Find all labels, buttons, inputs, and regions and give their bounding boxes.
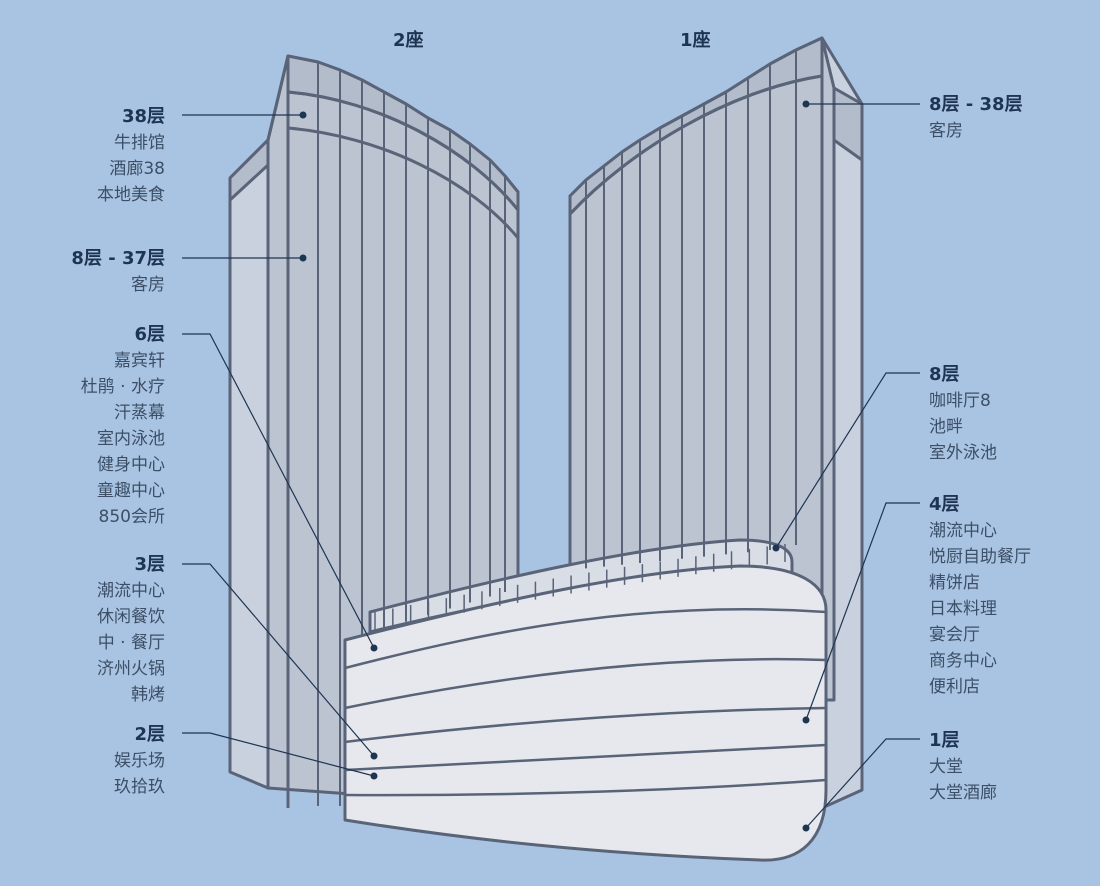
- label-floor-3: 3层 潮流中心 休闲餐饮 中 · 餐厅 济州火锅 韩烤: [97, 552, 165, 708]
- label-title: 2层: [134, 724, 165, 745]
- podium-bands: [344, 607, 827, 797]
- leader-dot: [772, 544, 780, 552]
- label-floor-8: 8层 咖啡厅8 池畔 室外泳池: [929, 362, 997, 466]
- label-item: 潮流中心: [929, 521, 997, 541]
- label-item: 本地美食: [97, 185, 165, 205]
- label-item: 玖拾玖: [114, 777, 165, 797]
- label-item: 咖啡厅8: [929, 391, 991, 411]
- label-floor-8-37: 8层 - 37层 客房: [71, 246, 165, 298]
- label-floor-6: 6层 嘉宾轩 杜鹃 · 水疗 汗蒸幕 室内泳池 健身中心 童趣中心 850会所: [81, 322, 165, 530]
- leader-line: [182, 333, 375, 649]
- leader-dot: [299, 111, 307, 119]
- label-item: 韩烤: [131, 685, 165, 705]
- label-floor-4: 4层 潮流中心 悦厨自助餐厅 精饼店 日本料理 宴会厅 商务中心 便利店: [929, 492, 1031, 700]
- podium-railing: [374, 544, 786, 630]
- label-item: 商务中心: [929, 651, 997, 671]
- label-item: 牛排馆: [114, 133, 165, 153]
- label-item: 大堂酒廊: [929, 783, 997, 803]
- label-item: 日本料理: [929, 599, 997, 619]
- tower-2-label: 2座: [393, 30, 424, 51]
- tower-2-crown-line-2: [287, 126, 520, 239]
- label-title: 8层 - 38层: [929, 94, 1023, 115]
- label-item: 室内泳池: [97, 429, 165, 449]
- leader-dot: [802, 716, 810, 724]
- label-item: 休闲餐饮: [97, 607, 165, 627]
- label-item: 汗蒸幕: [114, 403, 165, 423]
- label-item: 宴会厅: [929, 625, 980, 645]
- label-item: 潮流中心: [97, 581, 165, 601]
- label-title: 8层: [929, 364, 960, 385]
- label-item: 杜鹃 · 水疗: [80, 377, 165, 397]
- podium-band-line: [344, 706, 827, 744]
- label-floor-2: 2层 娱乐场 玖拾玖: [114, 722, 165, 800]
- label-title: 4层: [929, 494, 960, 515]
- label-title: 3层: [134, 554, 165, 575]
- label-item: 大堂: [929, 757, 963, 777]
- podium-band-line: [344, 607, 827, 670]
- label-item: 客房: [929, 121, 963, 141]
- leader-line: [775, 372, 920, 549]
- label-title: 8层 - 37层: [71, 248, 165, 269]
- leader-line: [805, 502, 920, 721]
- leader-line: [805, 738, 920, 829]
- label-item: 池畔: [929, 417, 963, 437]
- leader-dot: [299, 254, 307, 262]
- tower-1-label: 1座: [680, 30, 711, 51]
- label-item: 便利店: [929, 677, 980, 697]
- label-item: 悦厨自助餐厅: [929, 547, 1031, 567]
- label-title: 6层: [134, 324, 165, 345]
- label-item: 客房: [131, 275, 165, 295]
- label-item: 酒廊38: [109, 159, 165, 179]
- tower-1: [568, 36, 864, 810]
- label-item: 童趣中心: [97, 481, 165, 501]
- tower-2-crown-line-1: [287, 90, 520, 211]
- tower-2-corner-edge: [266, 54, 290, 808]
- leader-dot: [370, 772, 378, 780]
- label-title: 38层: [121, 106, 165, 127]
- podium-band-line: [344, 657, 827, 710]
- label-floor-38: 38层 牛排馆 酒廊38 本地美食: [97, 104, 165, 208]
- label-item: 嘉宾轩: [114, 351, 165, 371]
- label-item: 济州火锅: [97, 659, 165, 679]
- leader-dot: [802, 100, 810, 108]
- leader-line: [182, 732, 375, 777]
- leader-dot: [370, 644, 378, 652]
- label-floor-1: 1层 大堂 大堂酒廊: [929, 728, 997, 806]
- label-item: 室外泳池: [929, 443, 997, 463]
- label-item: 精饼店: [929, 573, 980, 593]
- label-floor-8-38: 8层 - 38层 客房: [929, 92, 1023, 144]
- leader-line: [182, 563, 375, 757]
- leader-dot: [802, 824, 810, 832]
- label-item: 健身中心: [97, 455, 165, 475]
- podium-band-line: [344, 778, 827, 797]
- leader-lines: [182, 100, 920, 832]
- podium-band-line: [344, 743, 827, 772]
- label-item: 850会所: [98, 507, 165, 527]
- label-item: 中 · 餐厅: [97, 633, 165, 653]
- leader-dot: [370, 752, 378, 760]
- tower-stripes: [317, 50, 797, 806]
- tower-1-crown-line: [568, 74, 823, 216]
- label-title: 1层: [929, 730, 960, 751]
- tower-2-side-face: [228, 138, 270, 790]
- label-item: 娱乐场: [114, 751, 165, 771]
